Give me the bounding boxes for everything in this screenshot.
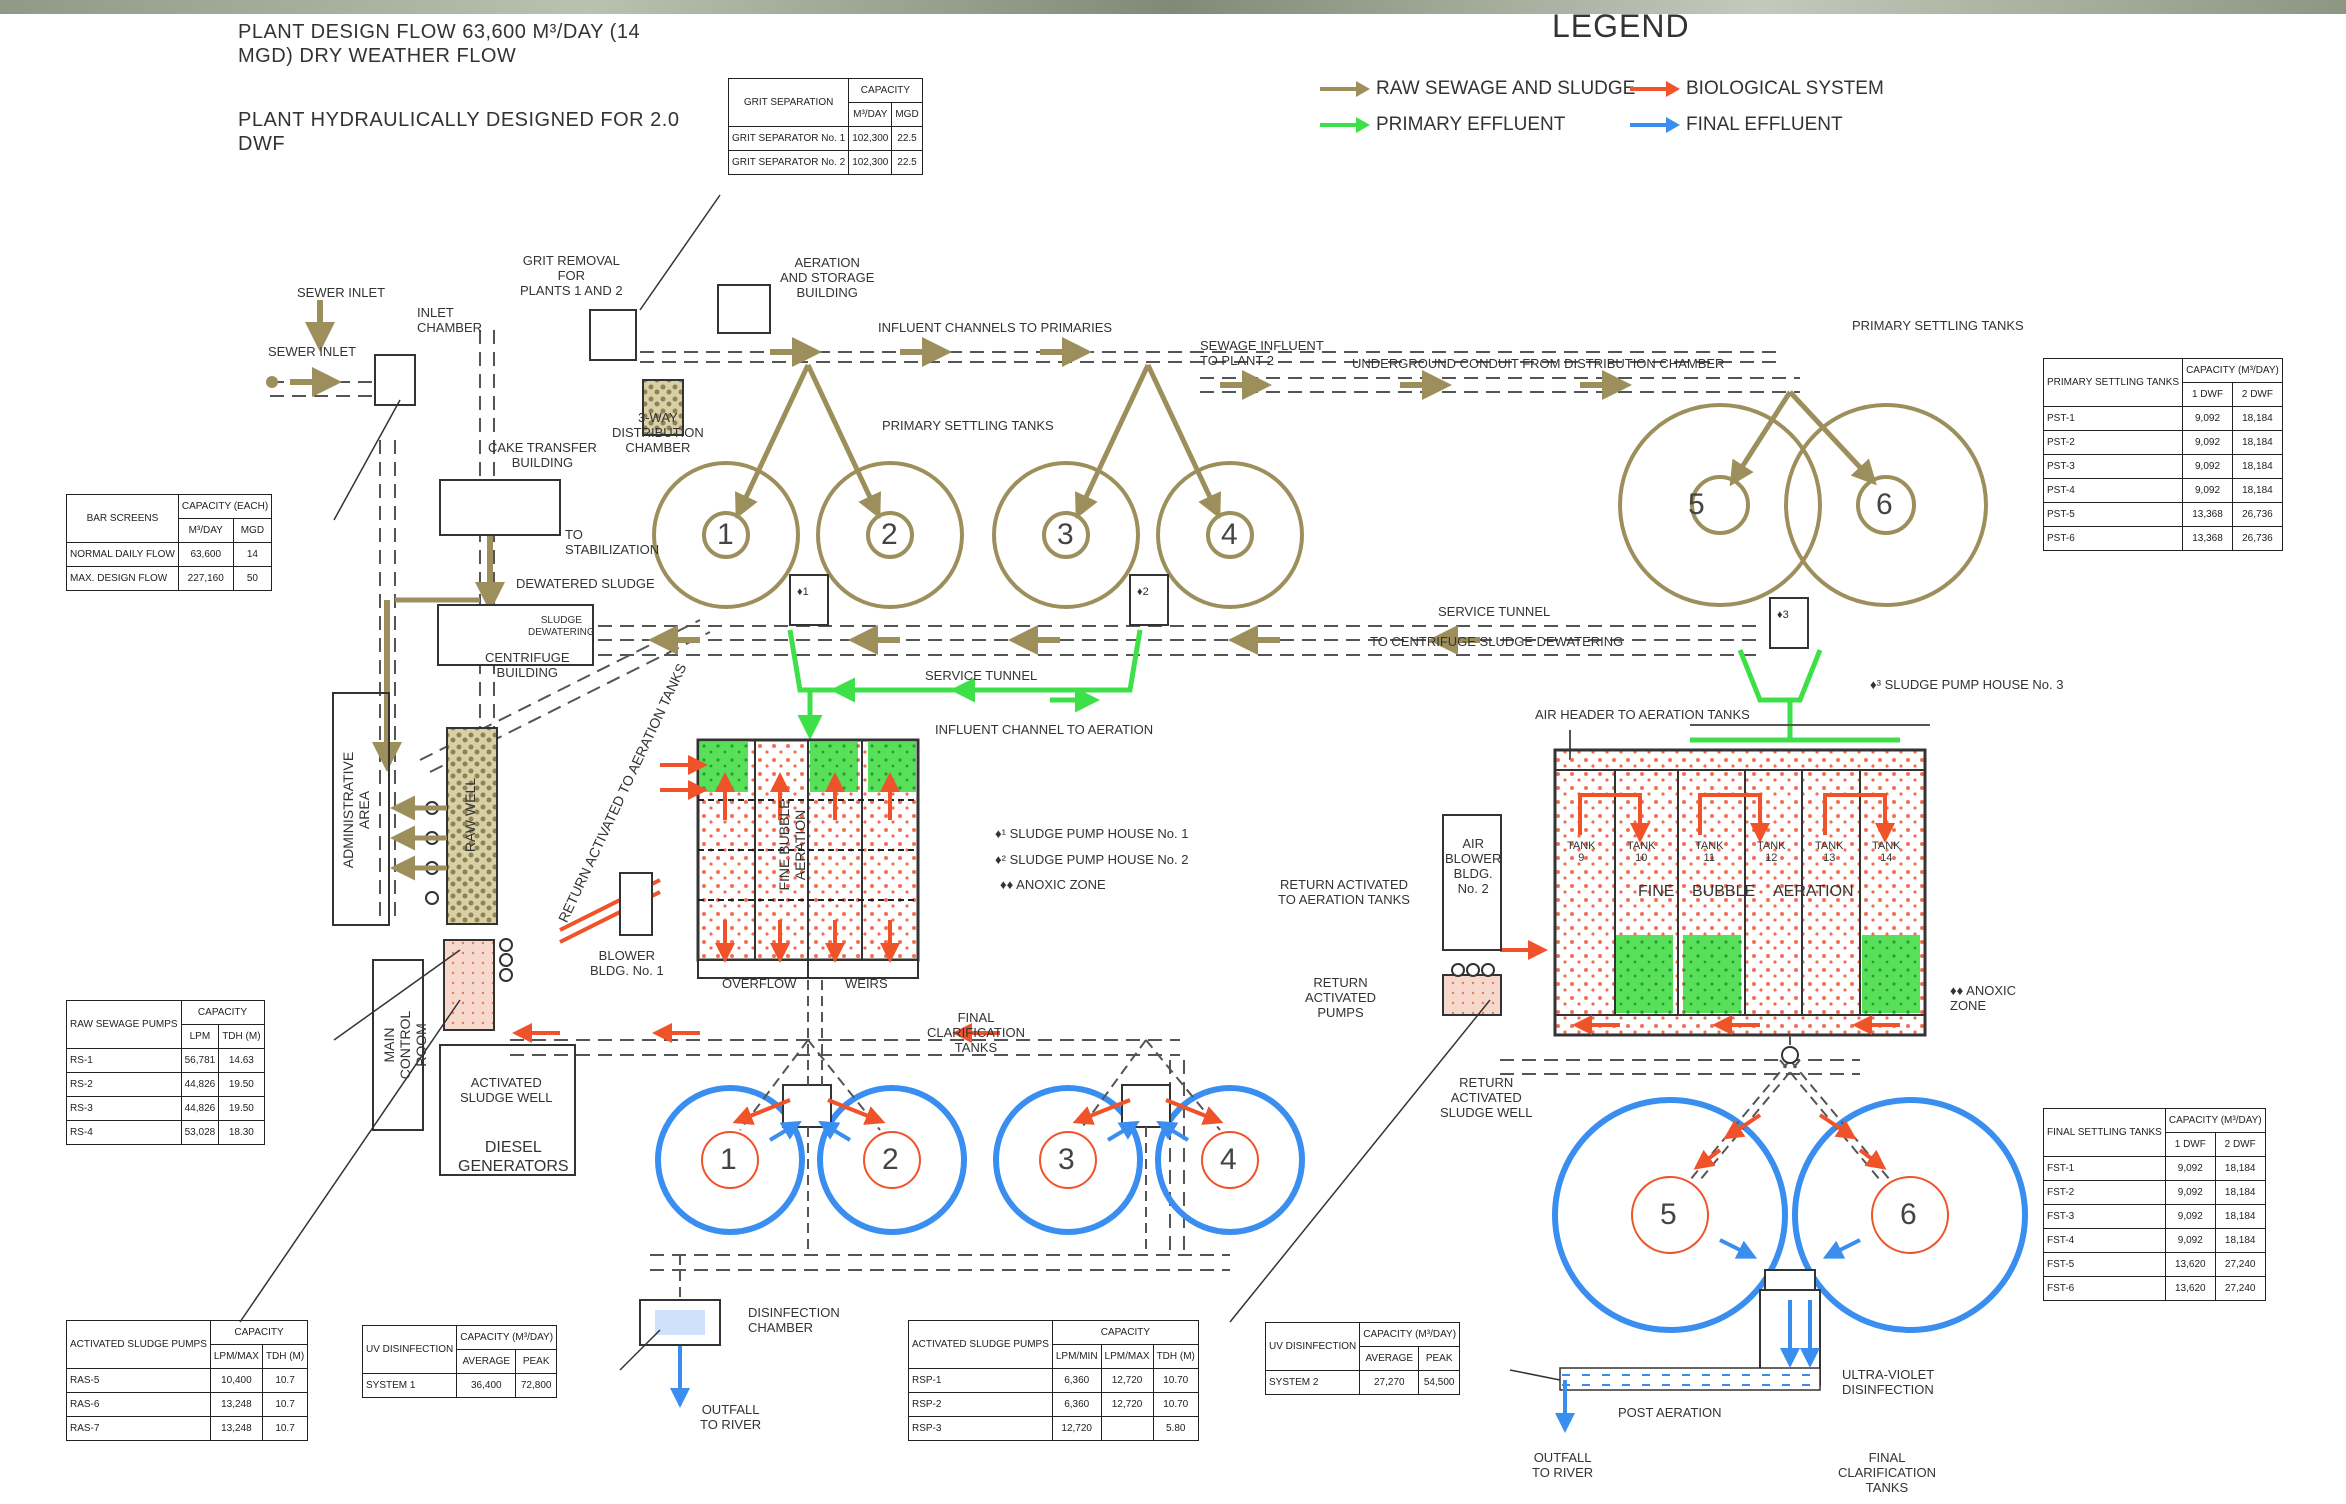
schematic-sheet: { "notes":{ "design_flow":"PLANT DESIGN … xyxy=(0,0,2346,1504)
leader-lines xyxy=(0,0,2346,1504)
